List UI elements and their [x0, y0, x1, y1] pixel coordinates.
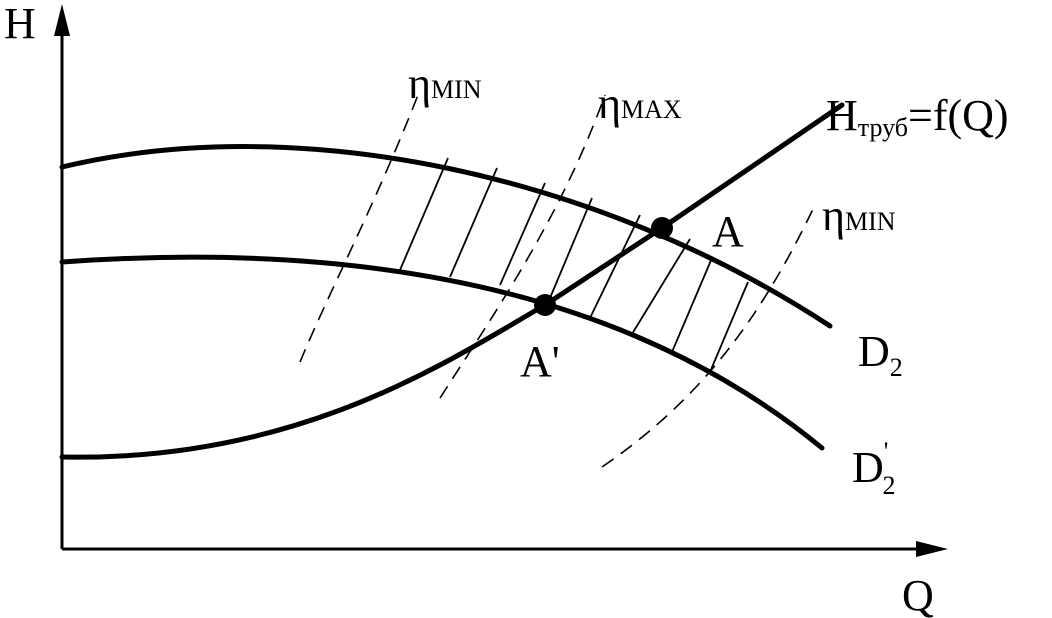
d2-prime-label: D' 2	[852, 437, 895, 500]
eta-min-right-sub: MIN	[845, 207, 896, 236]
eta-min-left-symbol: η	[408, 59, 431, 108]
eta-min-right-symbol: η	[822, 191, 845, 240]
y-axis	[54, 4, 70, 549]
y-axis-label: H	[4, 0, 36, 48]
eta-min-right-line	[601, 204, 816, 468]
d2-label-main: D	[858, 327, 890, 376]
pipeline-label-h: H	[826, 91, 858, 140]
eta-min-left-label: ηMIN	[408, 59, 482, 108]
eta-max-symbol: η	[598, 79, 621, 128]
pipeline-label-sub: труб	[858, 113, 908, 142]
d2-prime-label-sub: 2	[882, 471, 895, 500]
eta-max-sub: MAX	[621, 95, 682, 124]
d2-prime-label-prime: '	[884, 437, 889, 466]
eta-min-right-label: ηMIN	[822, 191, 896, 240]
d2-label: D2	[858, 327, 903, 382]
d2-label-sub: 2	[890, 353, 903, 382]
point-a-prime	[534, 294, 556, 316]
pump-curve-d2-prime	[59, 254, 825, 451]
eta-max-label: ηMAX	[598, 79, 682, 128]
pump-curve-d2	[59, 144, 833, 329]
x-axis-label: Q	[902, 571, 934, 618]
point-a	[651, 217, 673, 239]
pipeline-curve	[59, 102, 845, 460]
point-a-label: A	[712, 207, 744, 256]
eta-min-left-line	[299, 94, 419, 363]
pipeline-curve-label: Hтруб=f(Q)	[826, 91, 1009, 142]
pipeline-label-func: =f(Q)	[908, 91, 1009, 140]
eta-min-left-sub: MIN	[431, 75, 482, 104]
operating-zone-hatching	[399, 157, 749, 373]
d2-prime-label-main: D	[852, 443, 884, 492]
x-axis	[62, 541, 948, 557]
point-a-prime-label: A'	[520, 337, 560, 386]
